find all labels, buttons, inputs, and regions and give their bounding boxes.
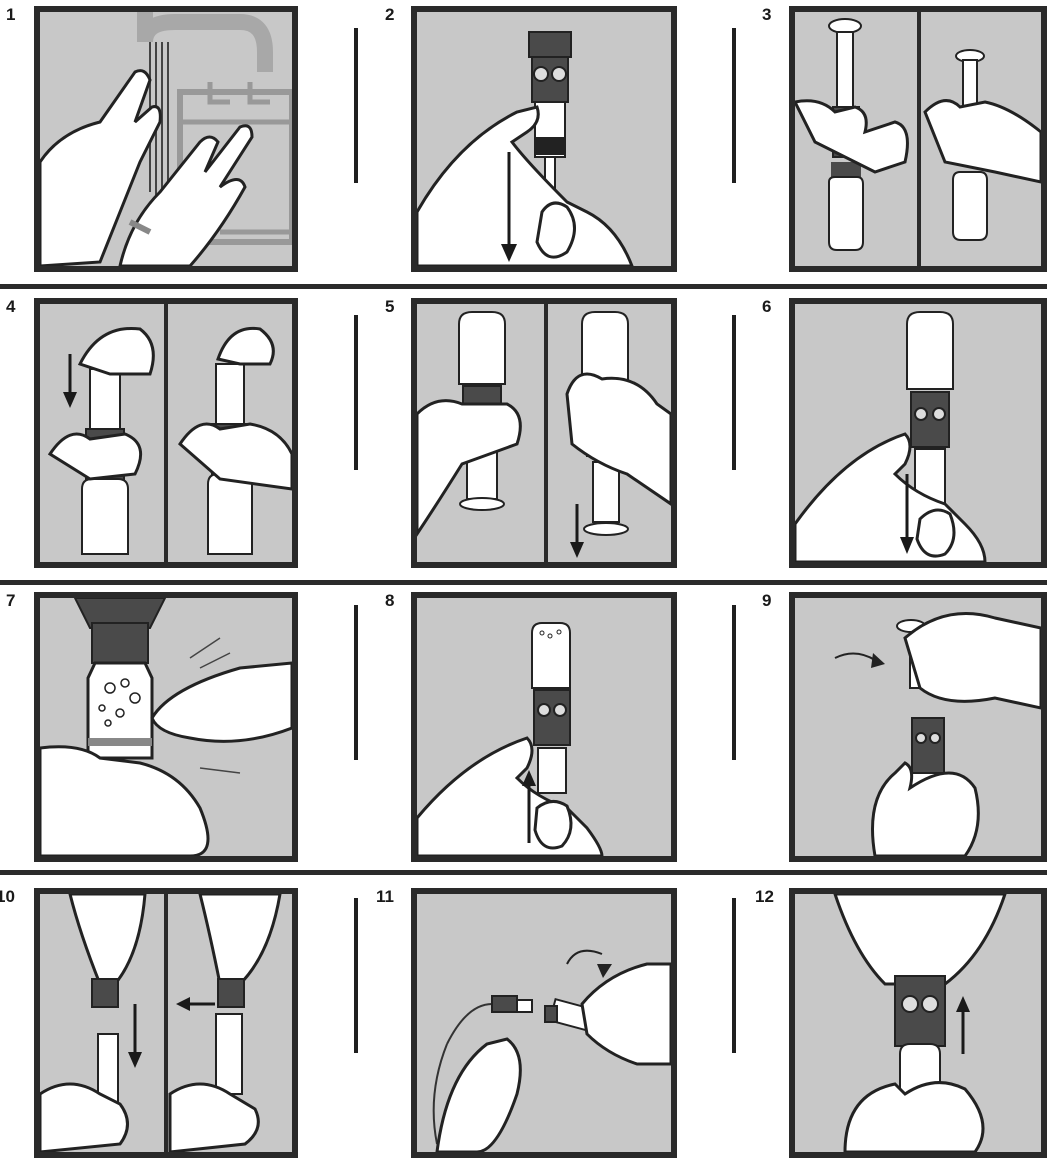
step-number-7: 7 [6,592,15,609]
push-plunger-illustration [40,304,292,562]
step-number-12: 12 [755,888,774,905]
column-separator [732,28,736,183]
invert-and-draw-illustration [417,304,671,562]
step-number-6: 6 [762,298,771,315]
pull-plunger-illustration [417,12,671,266]
step-6-panel [789,298,1047,568]
draw-solution-illustration [795,304,1041,562]
row-separator [0,580,1047,585]
wash-hands-illustration [40,12,292,266]
column-separator [354,605,358,760]
remove-adapter-illustration [795,894,1041,1152]
step-4-panel [34,298,298,568]
step-number-5: 5 [385,298,394,315]
column-separator [732,898,736,1053]
step-number-9: 9 [762,592,771,609]
prepare-infusion-set-illustration [40,894,292,1152]
unscrew-syringe-illustration [795,598,1041,856]
step-9-panel [789,592,1047,862]
row-separator [0,284,1047,289]
step-5-panel [411,298,677,568]
step-8-panel [411,592,677,862]
column-separator [354,315,358,470]
step-12-panel [789,888,1047,1158]
step-number-8: 8 [385,592,394,609]
step-number-11: 11 [376,888,394,905]
step-1-panel [34,6,298,272]
step-2-panel [411,6,677,272]
column-separator [732,315,736,470]
step-number-10: 10 [0,888,15,905]
step-11-panel [411,888,677,1158]
tap-air-bubbles-illustration [40,598,292,856]
column-separator [354,28,358,183]
step-10-panel [34,888,298,1158]
push-air-back-illustration [417,598,671,856]
step-number-4: 4 [6,298,15,315]
step-7-panel [34,592,298,862]
step-3-panel [789,6,1047,272]
column-separator [732,605,736,760]
connect-tubing-illustration [417,894,671,1152]
column-separator [354,898,358,1053]
attach-syringe-illustration [795,12,1041,266]
step-number-3: 3 [762,6,771,23]
step-number-1: 1 [6,6,15,23]
step-number-2: 2 [385,6,394,23]
row-separator [0,870,1047,875]
